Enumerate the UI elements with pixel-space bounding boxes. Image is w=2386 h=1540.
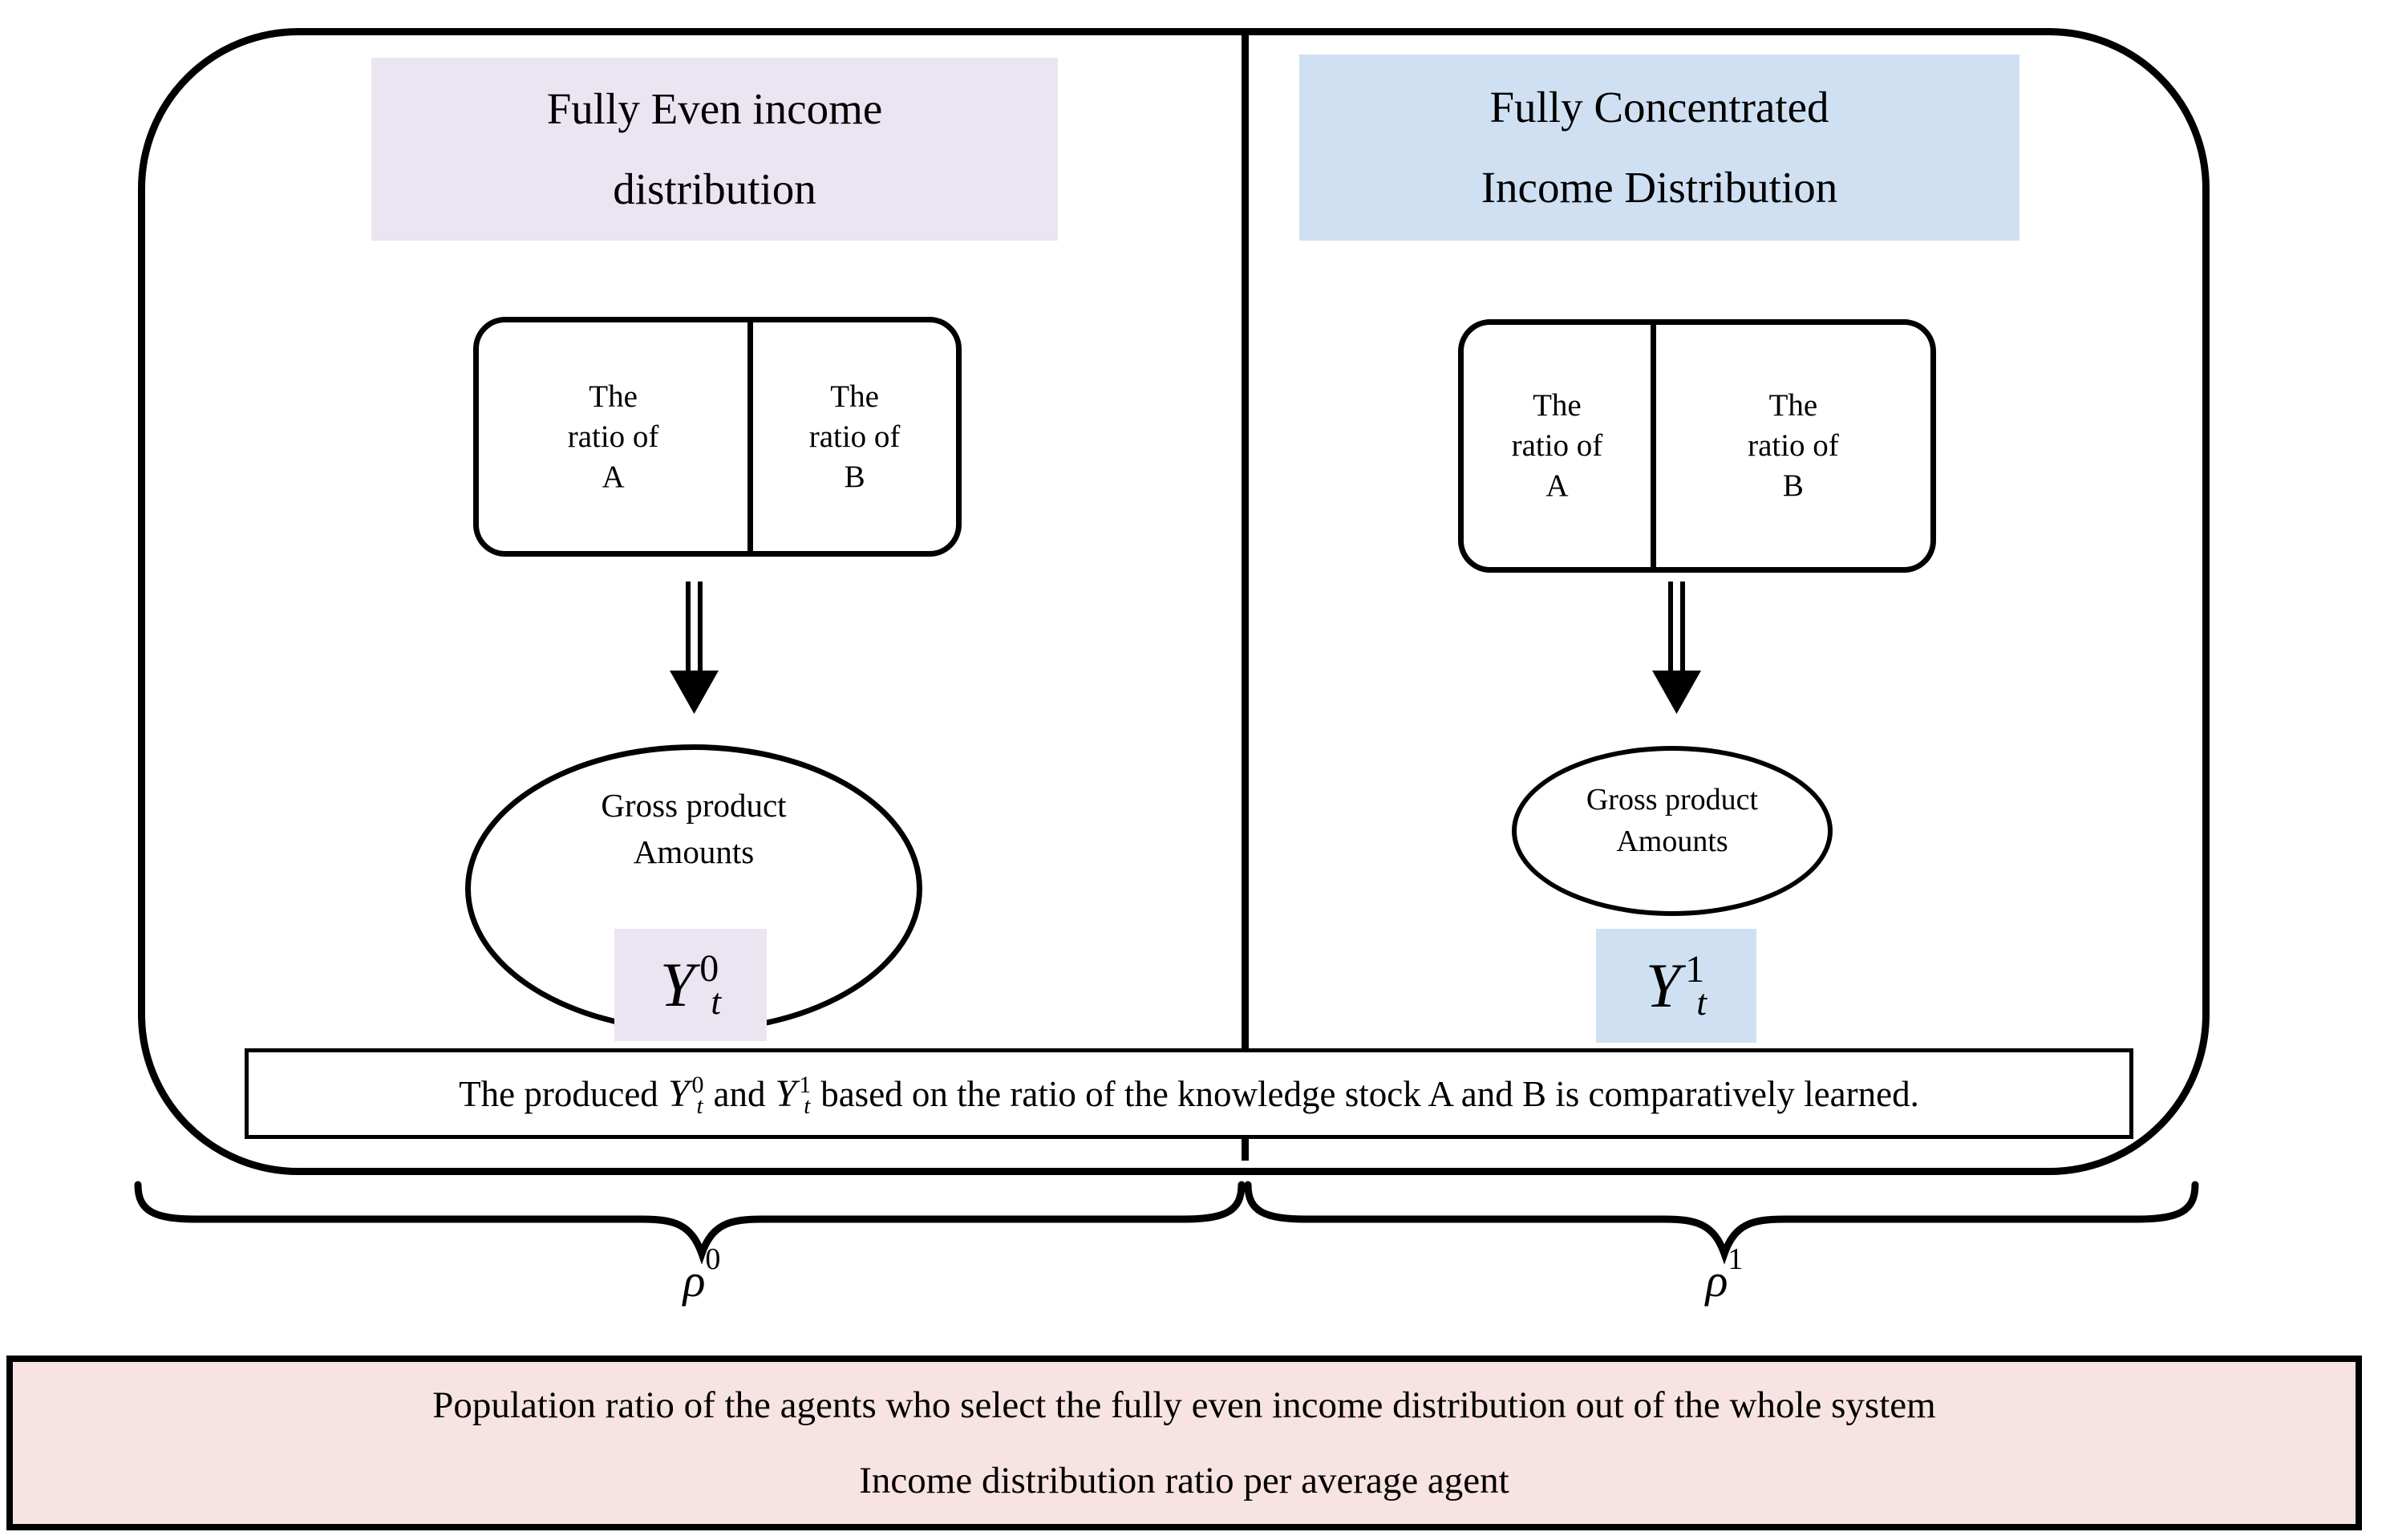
ellipse-text: Amounts — [633, 833, 755, 870]
y1-inline-base: Y — [775, 1072, 797, 1115]
y0-inline-sup: 0 — [691, 1071, 704, 1098]
y1-inline-formula: Y 1 t — [775, 1071, 812, 1119]
y0-base: Y — [659, 950, 695, 1019]
header-fully-even-line2: distribution — [613, 164, 816, 213]
ratio-b-text: ratio of — [1748, 428, 1839, 463]
ratio-b-text: B — [1782, 468, 1804, 503]
y0-inline-formula: Y 0 t — [667, 1071, 704, 1119]
ellipse-text: Amounts — [1616, 825, 1728, 858]
produced-note-text: based on the ratio of the knowledge stoc… — [820, 1073, 1919, 1114]
legend-line2: Income distribution ratio per average ag… — [859, 1460, 1509, 1502]
header-fully-concentrated: Fully Concentrated Income Distribution — [1299, 55, 2019, 241]
ratio-cell-a-right: The ratio of A — [1464, 325, 1656, 567]
y1-subscript: t — [1696, 981, 1707, 1023]
ratio-b-text: ratio of — [808, 419, 901, 454]
header-fully-concentrated-line2: Income Distribution — [1481, 163, 1838, 212]
rho1-superscript: 1 — [1728, 1242, 1744, 1276]
brace-right — [1244, 1181, 2199, 1265]
center-divider-line — [1242, 28, 1249, 1161]
ratio-cell-b-right: The ratio of B — [1656, 325, 1930, 567]
ellipse-text: Gross product — [1586, 783, 1759, 817]
gross-product-ellipse-right: Gross product Amounts — [1512, 746, 1833, 916]
produced-note-text: and — [713, 1073, 766, 1114]
y0-inline-sub: t — [696, 1092, 703, 1119]
rho0-base: ρ — [683, 1254, 706, 1307]
ratio-a-text: The — [1533, 388, 1582, 423]
main-frame — [138, 28, 2210, 1175]
legend-box: Population ratio of the agents who selec… — [6, 1356, 2362, 1530]
ratio-box-right: The ratio of A The ratio of B — [1458, 319, 1936, 573]
y0-inline-indices: 0 t — [691, 1071, 704, 1119]
ratio-b-text: B — [844, 459, 865, 494]
y0-inline-base: Y — [667, 1072, 690, 1115]
y1-inline-sup: 1 — [799, 1071, 812, 1098]
header-fully-even-line1: Fully Even income — [546, 84, 883, 133]
ratio-b-text: The — [1768, 388, 1818, 423]
ratio-a-text: ratio of — [567, 419, 659, 454]
rho0-superscript: 0 — [705, 1242, 721, 1276]
ratio-a-text: The — [589, 379, 638, 414]
brace-left — [134, 1181, 1246, 1265]
produced-note-text: The produced — [459, 1073, 658, 1114]
ratio-b-text: The — [830, 379, 879, 414]
y1-inline-indices: 1 t — [799, 1071, 812, 1119]
y1-indices: 1 t — [1685, 948, 1707, 1023]
legend-line1: Population ratio of the agents who selec… — [432, 1384, 1936, 1426]
y0-variable-box: Y 0 t — [614, 929, 767, 1041]
rho1-base: ρ — [1705, 1254, 1728, 1307]
rho0-label: ρ0 — [634, 1244, 770, 1304]
ratio-a-text: ratio of — [1511, 428, 1603, 463]
ellipse-text: Gross product — [601, 787, 787, 824]
ratio-a-text: A — [602, 459, 625, 494]
y1-variable-box: Y 1 t — [1596, 929, 1756, 1043]
ratio-box-left: The ratio of A The ratio of B — [473, 317, 962, 557]
y1-base: Y — [1645, 950, 1681, 1020]
y0-subscript: t — [711, 980, 722, 1022]
produced-note-box: The produced Y 0 t and Y 1 t based on th… — [245, 1048, 2133, 1139]
y1-superscript: 1 — [1685, 948, 1705, 991]
ratio-cell-a-left: The ratio of A — [479, 322, 754, 551]
header-fully-even: Fully Even income distribution — [371, 58, 1058, 241]
y1-inline-sub: t — [804, 1092, 811, 1119]
y0-superscript: 0 — [699, 947, 719, 991]
rho1-label: ρ1 — [1656, 1244, 1793, 1304]
ratio-cell-b-left: The ratio of B — [753, 322, 956, 551]
y0-indices: 0 t — [699, 947, 722, 1022]
header-fully-concentrated-line1: Fully Concentrated — [1489, 83, 1829, 132]
ratio-a-text: A — [1545, 468, 1569, 503]
